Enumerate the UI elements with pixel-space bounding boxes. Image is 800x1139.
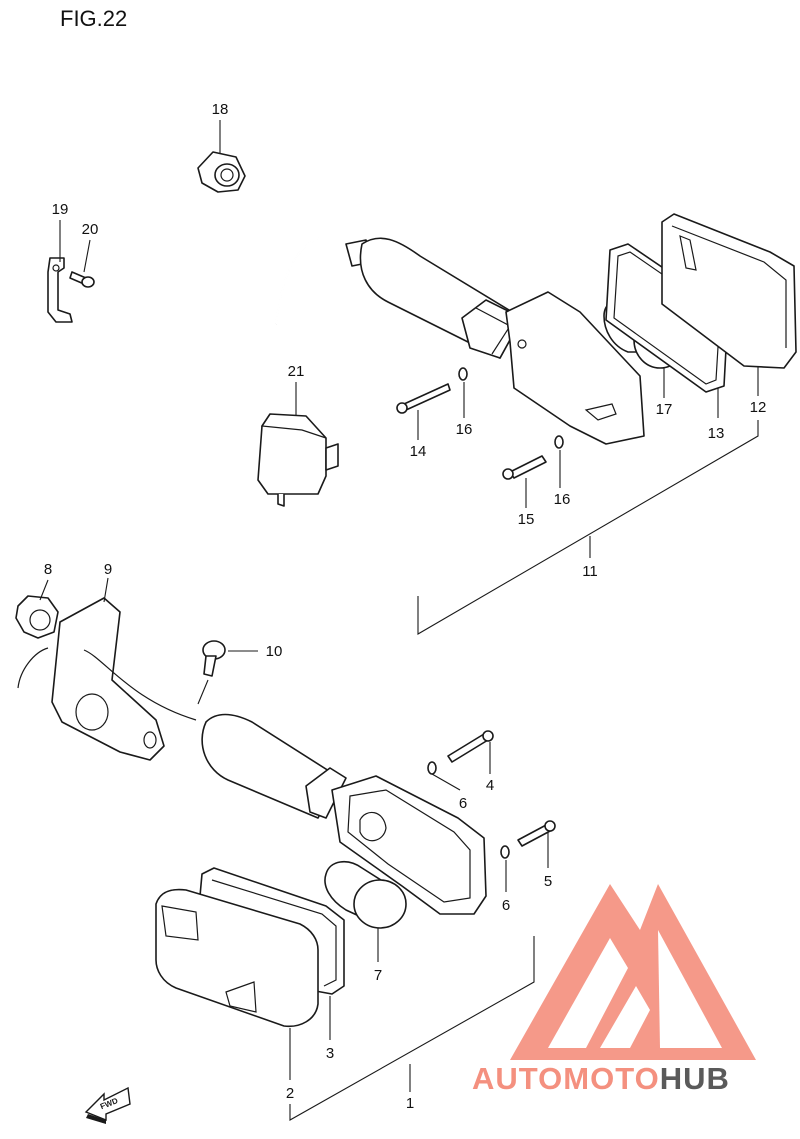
lower-turn-signal-assembly: [17, 597, 487, 1028]
part-6-washer-lower: [500, 845, 510, 859]
part-16-washer-lower: [554, 435, 564, 449]
callout-16-upper: 16: [456, 421, 473, 438]
watermark-part2: HUB: [660, 1061, 730, 1096]
part-5-screw: [517, 820, 556, 847]
callout-7: 7: [374, 967, 382, 984]
figure-title: FIG.22: [60, 6, 127, 31]
callout-2: 2: [286, 1085, 294, 1102]
upper-turn-signal-assembly: [275, 213, 797, 445]
callout-12: 12: [750, 399, 767, 416]
callout-21: 21: [288, 363, 305, 380]
callout-11: 11: [582, 563, 598, 580]
callout-9: 9: [104, 561, 112, 578]
part-18-grommet: [197, 151, 246, 193]
part-6-washer-upper: [427, 761, 437, 775]
callout-6-upper: 6: [459, 795, 467, 812]
callout-1: 1: [406, 1095, 414, 1112]
part-15-screw: [502, 455, 547, 480]
part-10-screw: [202, 640, 226, 677]
part-20-screw: [69, 271, 95, 288]
leader-lines: [39, 120, 759, 1121]
callout-20: 20: [82, 221, 99, 238]
callout-15: 15: [518, 511, 535, 528]
callout-3: 3: [326, 1045, 334, 1062]
part-8-nut: [15, 595, 59, 639]
fwd-arrow-icon: FWD: [84, 1086, 131, 1124]
part-19-bracket: [47, 257, 73, 323]
part-16-washer-upper: [458, 367, 468, 381]
callout-13: 13: [708, 425, 725, 442]
callout-6-lower: 6: [502, 897, 510, 914]
callout-14: 14: [410, 443, 427, 460]
part-14-screw: [396, 383, 451, 414]
part-4-screw: [447, 730, 494, 763]
callout-4: 4: [486, 777, 494, 794]
callout-8: 8: [44, 561, 52, 578]
watermark-text: AUTOMOTOHUB: [472, 1061, 730, 1096]
callout-5: 5: [544, 873, 552, 890]
callout-labels: 18 19 20 21 14 16 15 16 17 13 12 11 8 9 …: [44, 101, 767, 1112]
callout-17: 17: [656, 401, 673, 418]
callout-18: 18: [212, 101, 229, 118]
watermark-part1: AUTOMOTO: [472, 1061, 660, 1096]
watermark-logo: AUTOMOTOHUB: [472, 884, 756, 1096]
callout-19: 19: [52, 201, 69, 218]
part-21-relay: [257, 413, 339, 507]
callout-10: 10: [266, 643, 283, 660]
callout-16-lower: 16: [554, 491, 571, 508]
